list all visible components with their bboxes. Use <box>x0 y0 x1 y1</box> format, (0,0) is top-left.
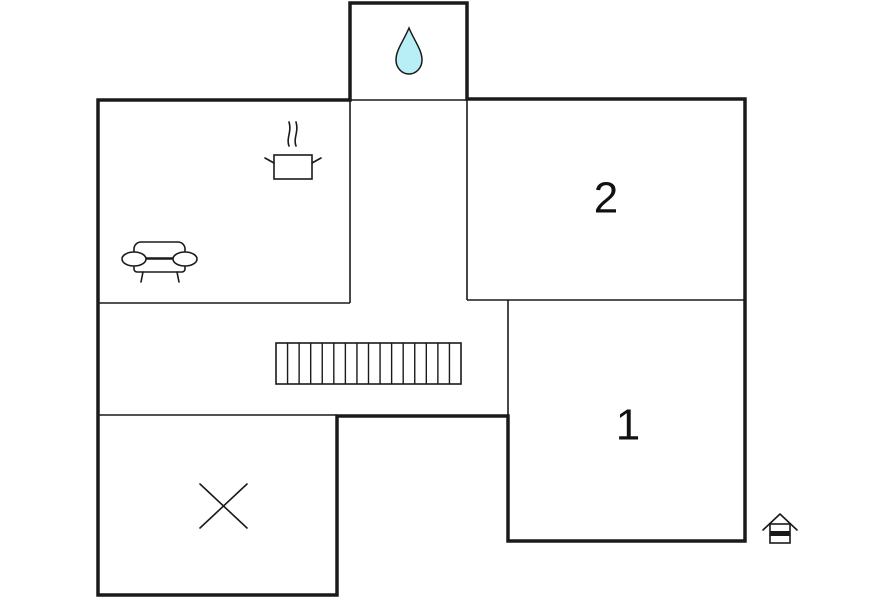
cross-mark-icon <box>199 483 248 529</box>
sofa-icon <box>121 241 198 283</box>
outer-wall <box>96 1 747 597</box>
room-label-2: 2 <box>594 174 618 223</box>
cooking-pot-icon <box>264 121 322 180</box>
interior-walls <box>98 99 745 416</box>
water-drop-icon <box>395 26 423 75</box>
room-label-1: 1 <box>616 401 640 450</box>
staircase-icon <box>275 342 462 385</box>
house-entrance-icon <box>762 513 798 544</box>
